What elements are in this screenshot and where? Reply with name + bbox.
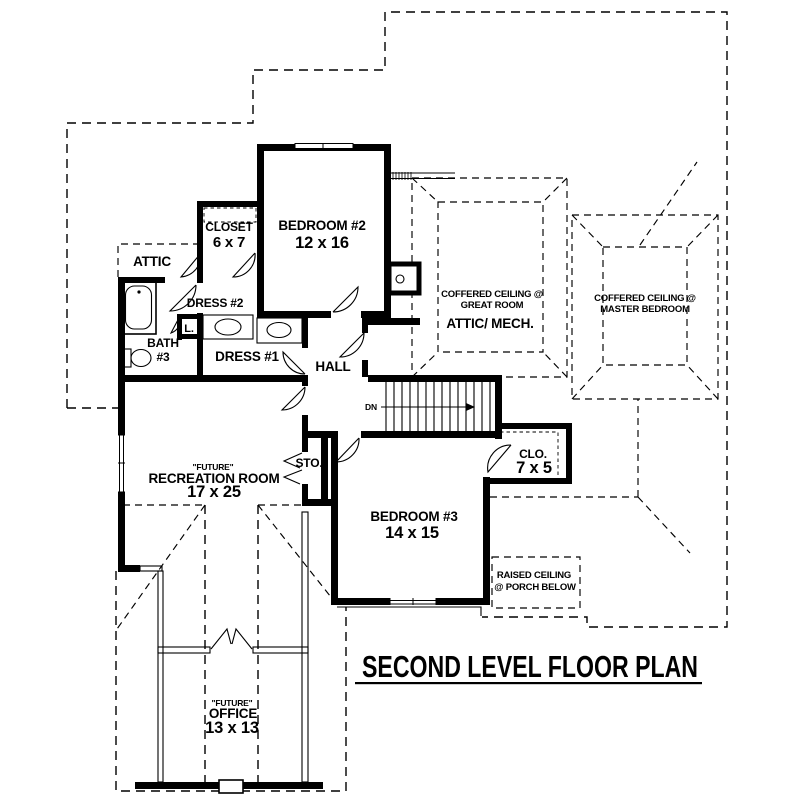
page-title: SECOND LEVEL FLOOR PLAN — [362, 649, 698, 684]
room-label-dress2: DRESS #2 — [187, 296, 244, 310]
room-label-bedroom3: BEDROOM #3 — [370, 509, 458, 524]
chimney-chase — [386, 261, 422, 296]
door-swing-closet-left — [179, 252, 202, 278]
room-labels: CLOSET 6 x 7 BEDROOM #2 12 x 16 ATTIC DR… — [133, 218, 696, 737]
door-swing-closet-right — [231, 252, 256, 278]
room-label-linen: L. — [184, 323, 194, 335]
room-label-recreation: RECREATION ROOM — [149, 471, 280, 486]
coffered-ceiling-master-bedroom-outline — [571, 214, 719, 400]
window-bedroom2 — [294, 143, 354, 151]
window-recreation — [118, 434, 125, 493]
title-underline — [355, 682, 702, 685]
label-raised-ceiling-2: @ PORCH BELOW — [494, 582, 576, 593]
window-bedroom3 — [389, 598, 437, 605]
label-coffered-master-2: MASTER BEDROOM — [600, 304, 690, 315]
room-label-closet: CLOSET — [205, 220, 253, 234]
room-label-recreation-prefix: "FUTURE" — [193, 462, 234, 472]
room-label-bath3: BATH — [147, 336, 179, 350]
label-coffered-master-1: COFFERED CEILING @ — [594, 293, 696, 304]
vanity-sink-dress1 — [256, 317, 303, 344]
room-label-office-prefix: "FUTURE" — [212, 698, 253, 708]
coffered-ceiling-great-room-outline — [411, 177, 568, 378]
stairs-arrowhead — [466, 403, 475, 411]
room-label-storage: STO. — [296, 456, 323, 470]
label-coffered-great-2: GREAT ROOM — [461, 300, 524, 311]
room-dims-recreation: 17 x 25 — [187, 483, 241, 501]
room-dims-closet2: 7 x 5 — [516, 459, 552, 477]
bathtub-symbol — [120, 280, 157, 335]
raised-ceiling-outline — [491, 556, 581, 609]
door-swing-bedroom2 — [332, 285, 359, 313]
label-raised-ceiling-1: RAISED CEILING — [497, 570, 571, 581]
room-label-bath3-num: #3 — [157, 350, 170, 364]
door-bifold-storage — [282, 452, 303, 485]
toilet-symbol — [120, 348, 152, 368]
label-coffered-great-1: COFFERED CEILING @ — [441, 289, 543, 300]
room-label-attic-mech: ATTIC/ MECH. — [446, 316, 533, 331]
room-label-closet2: CLO. — [519, 447, 547, 461]
door-swings — [168, 252, 512, 650]
door-swing-dress1 — [282, 350, 306, 375]
future-walls — [139, 511, 482, 794]
door-swing-linen — [169, 315, 182, 334]
door-swing-recreation — [280, 386, 306, 411]
door-swing-bedroom3 — [334, 437, 360, 463]
room-dims-bedroom3: 14 x 15 — [385, 524, 439, 542]
door-swing-closet2 — [487, 444, 512, 474]
room-label-dress1: DRESS #1 — [215, 349, 279, 364]
room-dims-office: 13 x 13 — [205, 719, 259, 737]
closet-shelf-lines — [203, 207, 559, 475]
staircase: DN — [365, 382, 491, 431]
room-dims-closet: 6 x 7 — [213, 234, 245, 251]
ledge-hatch — [391, 172, 455, 180]
door-swing-attic-mech — [338, 332, 365, 358]
drawing-title: SECOND LEVEL FLOOR PLAN — [355, 649, 702, 685]
door-french-office — [210, 627, 253, 650]
room-label-bedroom2: BEDROOM #2 — [278, 218, 365, 233]
room-label-attic: ATTIC — [133, 254, 171, 269]
room-label-hall: HALL — [315, 359, 350, 374]
room-dims-bedroom2: 12 x 16 — [295, 234, 349, 252]
stairs-dn-label: DN — [365, 402, 377, 412]
door-swing-bath-attic — [168, 284, 197, 312]
room-label-office: OFFICE — [209, 706, 257, 721]
porch-step — [218, 779, 244, 794]
vanity-sink-dress2 — [202, 314, 254, 340]
